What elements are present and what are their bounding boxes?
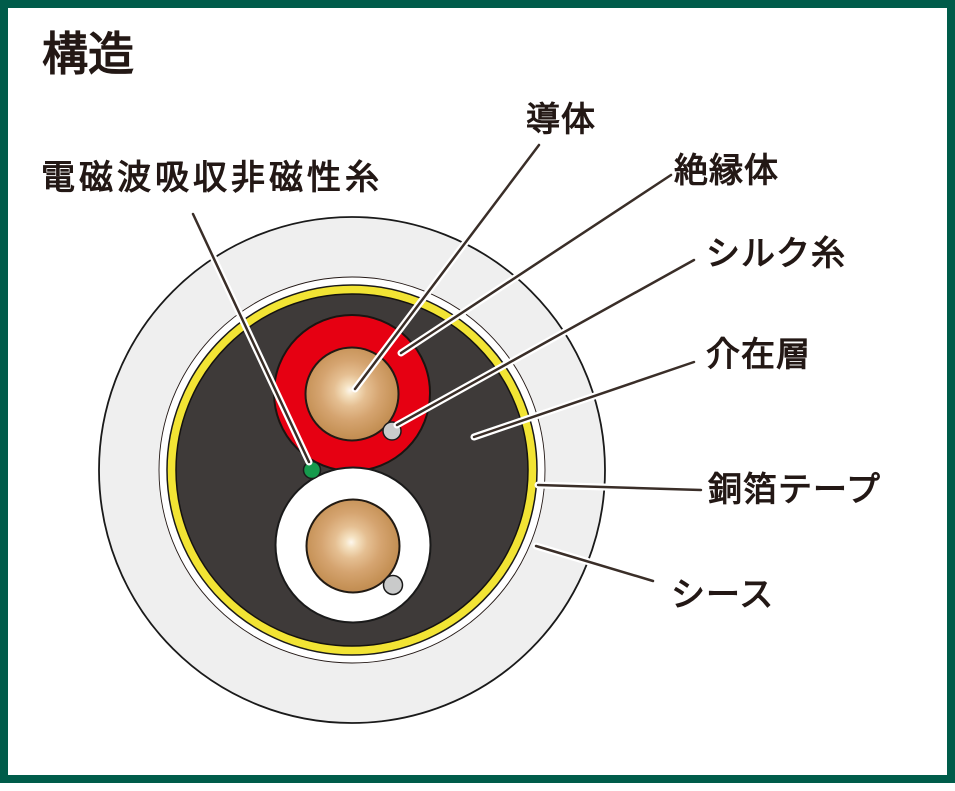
- label-conductor: 導体: [526, 101, 596, 139]
- leader-line-interposition: [470, 358, 698, 441]
- label-emi-thread: 電磁波吸収非磁性糸: [41, 158, 383, 197]
- leader-line-copper-tape: [534, 481, 705, 494]
- cable-cross-section-diagram: 構造 電磁波吸収非磁性糸 導体 絶縁体 シルク: [41, 28, 881, 724]
- label-interposition: 介在層: [706, 336, 811, 374]
- leader-line-sheath: [532, 542, 657, 585]
- page-title: 構造: [42, 28, 134, 80]
- silk-thread-dot-bottom: [382, 574, 404, 596]
- leader-line-silk-thread: [393, 256, 698, 429]
- leader-line-insulator: [397, 171, 675, 357]
- label-silk-thread: シルク糸: [706, 234, 846, 273]
- leader-line-emi-thread: [189, 210, 313, 466]
- emi-absorbing-thread-dot: [302, 460, 322, 480]
- conductor-bottom: [305, 498, 401, 594]
- label-sheath: シース: [671, 576, 774, 614]
- leader-line-conductor: [351, 141, 543, 393]
- label-copper-tape: 銅箔テープ: [707, 471, 881, 509]
- label-insulator: 絶縁体: [674, 152, 779, 190]
- conductor-top: [304, 346, 400, 442]
